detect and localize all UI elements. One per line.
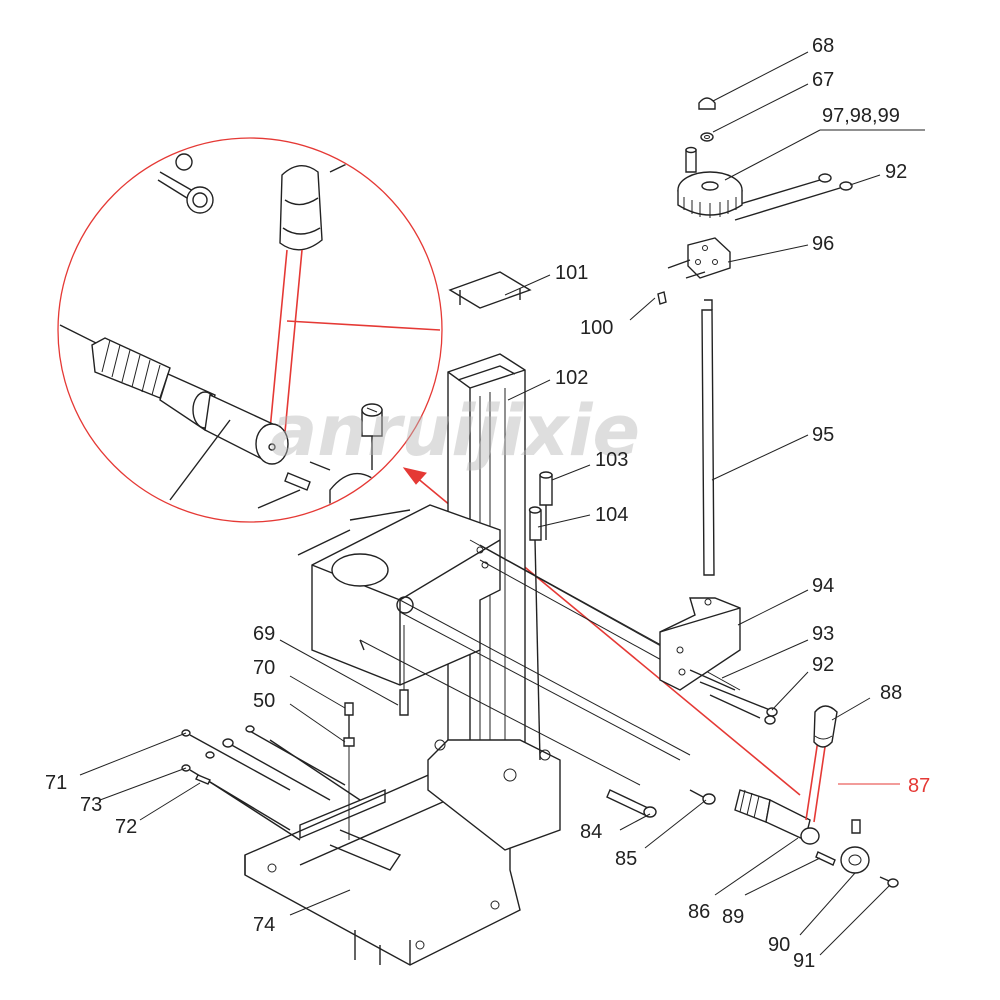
pin-72 bbox=[195, 774, 301, 841]
label-part-70: 70 bbox=[253, 657, 275, 679]
label-part-92-upper: 92 bbox=[885, 161, 907, 183]
screw-85 bbox=[689, 789, 716, 805]
label-part-92-lower: 92 bbox=[812, 654, 834, 676]
screw-70 bbox=[344, 702, 354, 740]
label-part-95: 95 bbox=[812, 424, 834, 446]
pin-69 bbox=[399, 625, 409, 716]
label-part-84: 84 bbox=[580, 821, 602, 843]
label-part-94: 94 bbox=[812, 575, 834, 597]
label-part-74: 74 bbox=[253, 914, 275, 936]
pinion-shaft-86 bbox=[734, 789, 820, 845]
label-part-101: 101 bbox=[555, 262, 588, 284]
knob-88 bbox=[813, 705, 838, 748]
label-part-86: 86 bbox=[688, 901, 710, 923]
label-part-96: 96 bbox=[812, 233, 834, 255]
nut-68 bbox=[698, 97, 716, 110]
support-rods bbox=[359, 539, 741, 786]
label-part-71: 71 bbox=[45, 772, 67, 794]
label-part-73: 73 bbox=[80, 794, 102, 816]
label-part-97-98-99: 97,98,99 bbox=[822, 105, 900, 127]
washer-67 bbox=[700, 132, 714, 142]
part-labels: 68 67 97,98,99 92 96 101 100 102 95 103 … bbox=[45, 35, 930, 972]
gear-97 bbox=[677, 146, 743, 218]
block-96 bbox=[667, 237, 731, 279]
label-part-89: 89 bbox=[722, 906, 744, 928]
screw-71 bbox=[181, 725, 361, 801]
watermark-text: anruijixie bbox=[270, 390, 640, 472]
label-part-103: 103 bbox=[595, 449, 628, 471]
shaft-95 bbox=[701, 299, 715, 576]
zoom-pinion-shaft bbox=[59, 324, 289, 501]
zoom-set-screw bbox=[361, 403, 383, 470]
pin-104 bbox=[528, 506, 542, 761]
screw-103 bbox=[539, 471, 553, 540]
label-part-87: 87 bbox=[908, 775, 930, 797]
screw-92-lower bbox=[689, 669, 778, 725]
pin-89 bbox=[815, 851, 836, 866]
zoom-small-pin bbox=[257, 472, 311, 509]
label-part-88: 88 bbox=[880, 682, 902, 704]
zoom-socket-screw bbox=[150, 149, 214, 214]
screw-91 bbox=[879, 876, 899, 888]
zoom-handle-knob bbox=[279, 159, 356, 251]
column-foot bbox=[427, 739, 561, 851]
zoom-lever-rod bbox=[269, 249, 441, 433]
label-part-91: 91 bbox=[793, 950, 815, 972]
label-part-68: 68 bbox=[812, 35, 834, 57]
leader-lines bbox=[79, 51, 925, 956]
label-part-67: 67 bbox=[812, 69, 834, 91]
column-cap-101 bbox=[448, 271, 532, 309]
bracket-94 bbox=[659, 597, 741, 691]
label-part-72: 72 bbox=[115, 816, 137, 838]
label-part-104: 104 bbox=[595, 504, 628, 526]
collar-90 bbox=[840, 819, 870, 874]
screw-84 bbox=[606, 789, 657, 818]
label-part-93: 93 bbox=[812, 623, 834, 645]
label-part-102: 102 bbox=[555, 367, 588, 389]
key-100 bbox=[657, 291, 667, 305]
label-part-100: 100 bbox=[580, 317, 613, 339]
label-part-90: 90 bbox=[768, 934, 790, 956]
label-part-69: 69 bbox=[253, 623, 275, 645]
label-part-50: 50 bbox=[253, 690, 275, 712]
lever-rod-87 bbox=[805, 739, 827, 823]
label-part-85: 85 bbox=[615, 848, 637, 870]
